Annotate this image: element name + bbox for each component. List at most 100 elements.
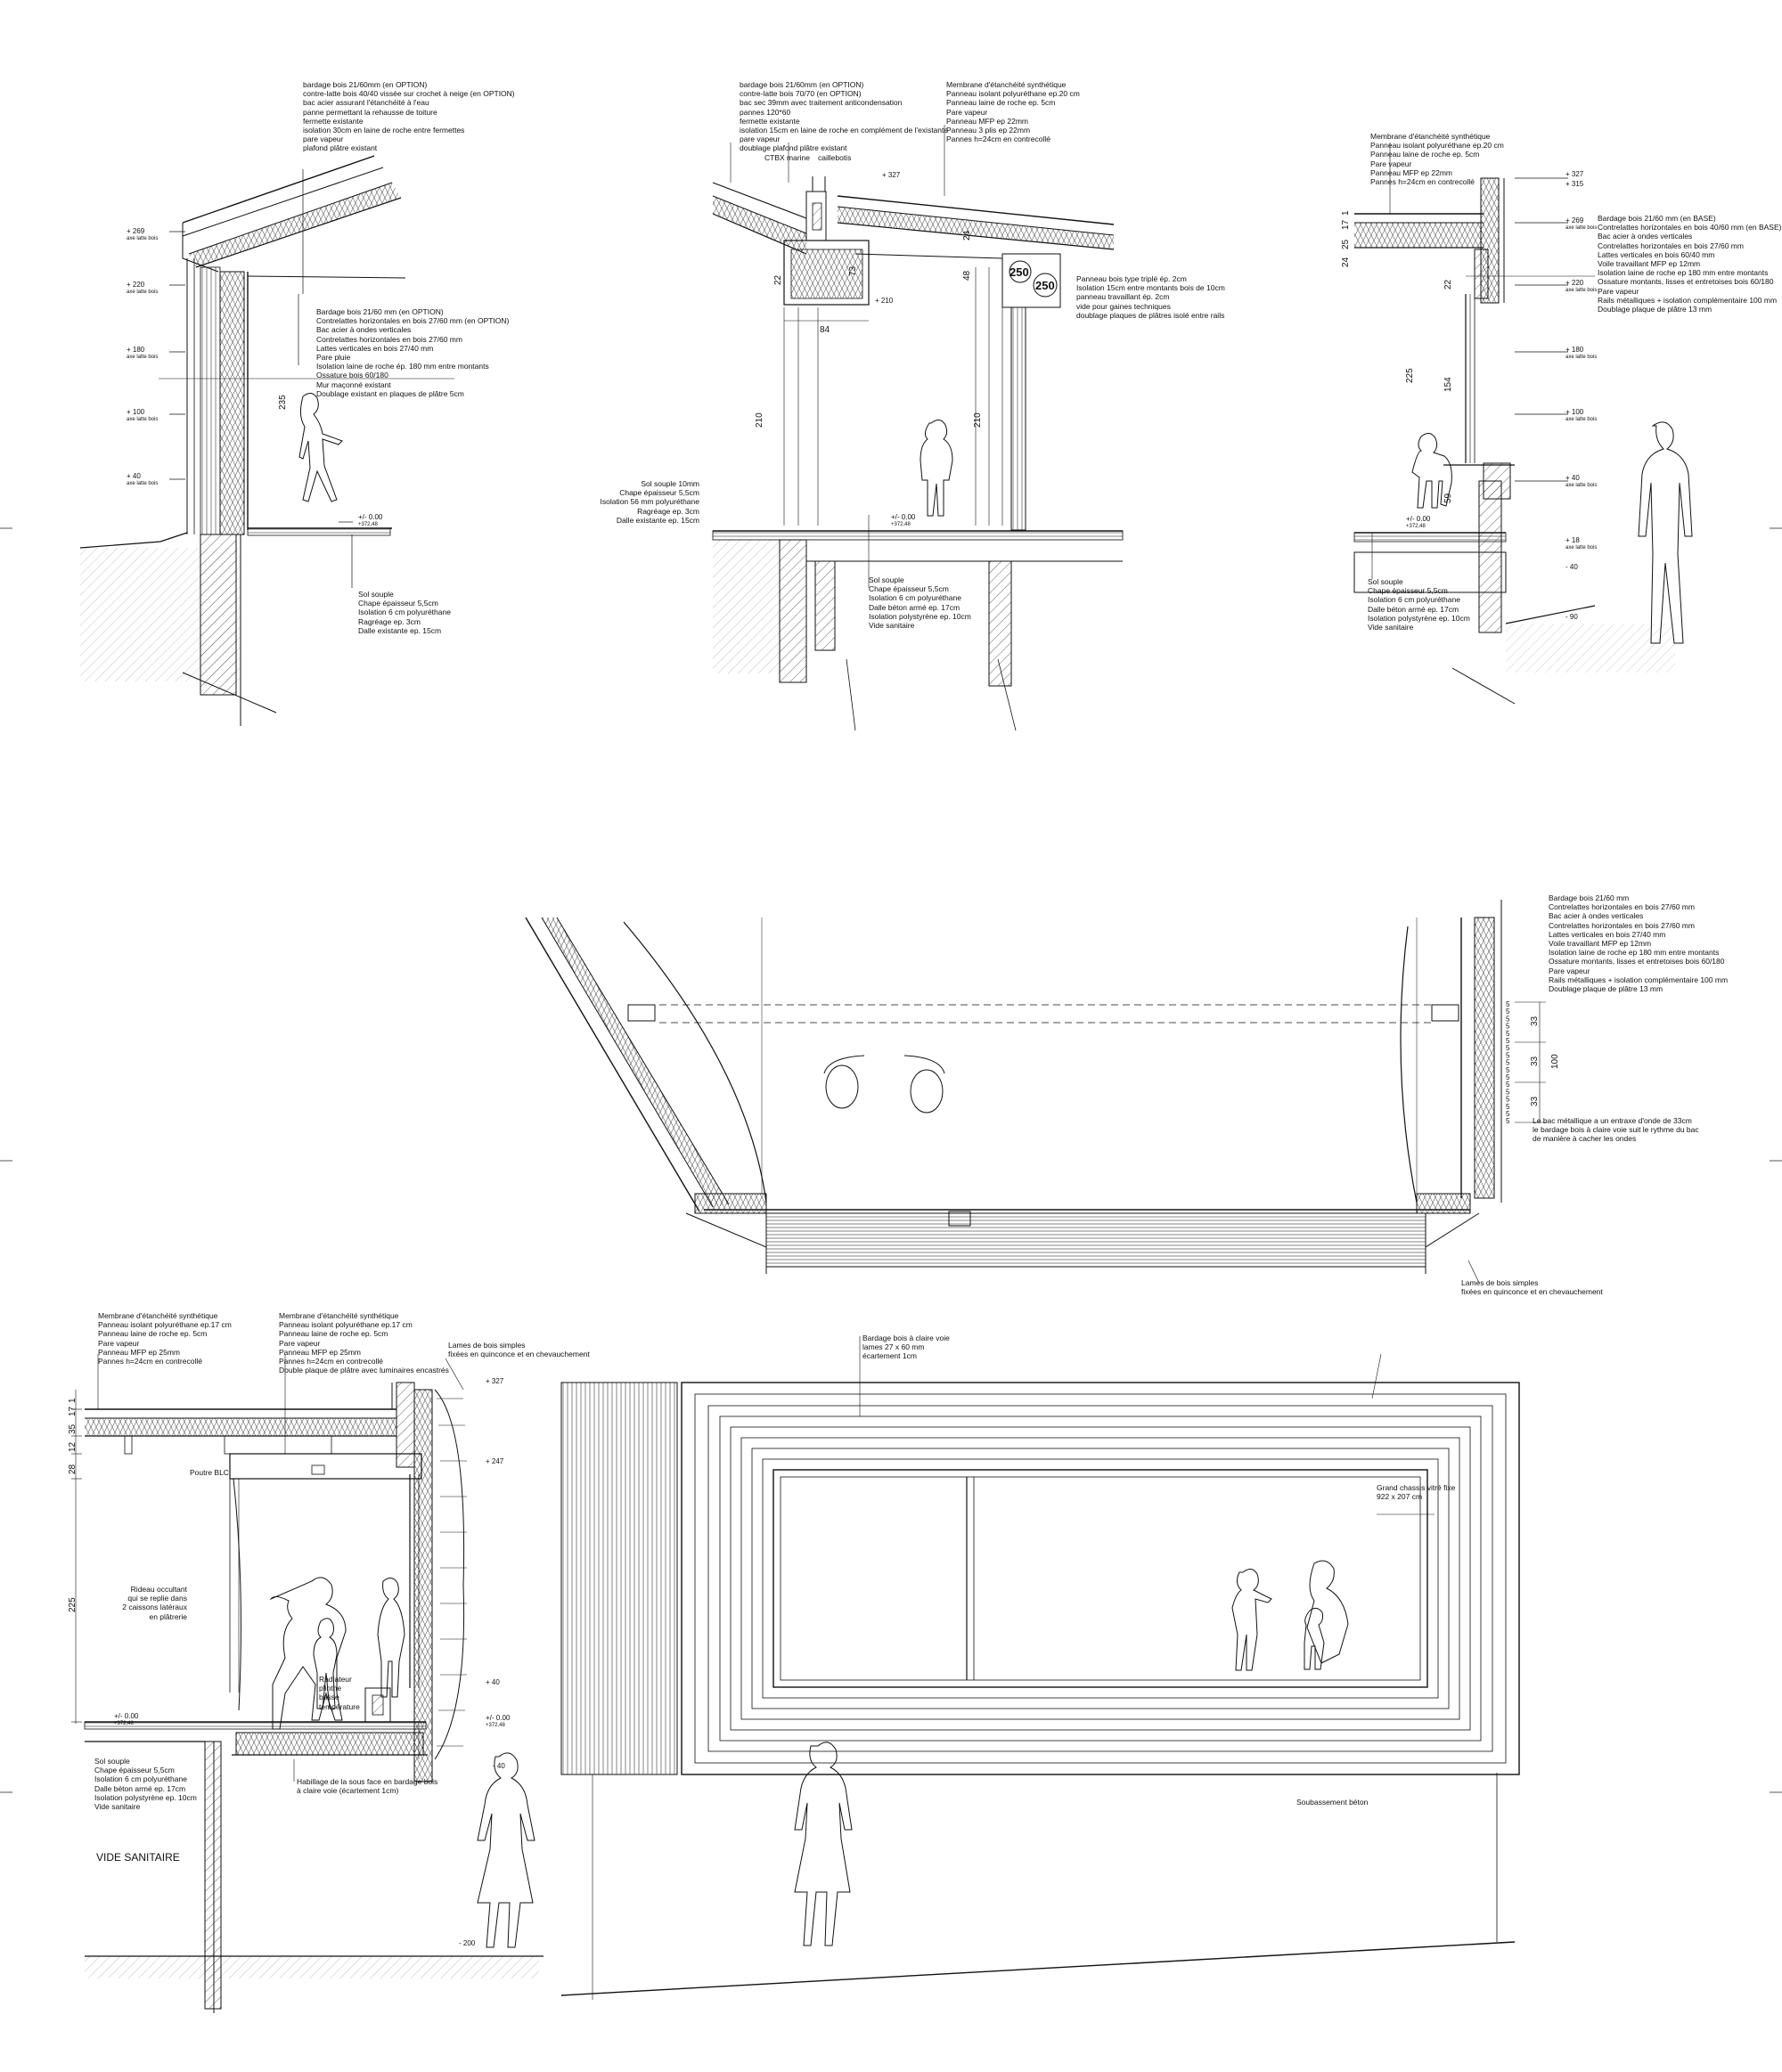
note-line: Membrane d'étanchéité synthétique <box>946 80 1067 89</box>
note-line: Isolation 15cm entre montants bois de 10… <box>1076 283 1225 293</box>
wave-digit: 5 <box>1506 1096 1510 1104</box>
section-b-dim-73: 73 <box>848 265 858 276</box>
section-a-wall-notes: Bardage bois 21/60 mm (en OPTION)Contrel… <box>316 307 509 398</box>
duct-label-2: 250 <box>1035 279 1055 292</box>
poutre-label: Poutre BLC <box>190 1468 229 1477</box>
plan-dim-100: 100 <box>1550 1054 1560 1069</box>
note-line: Contrelattes horizontales en bois 27/60 … <box>316 316 510 326</box>
note-line: Chape épaisseur 5,5cm <box>1368 586 1448 596</box>
note-line: Panneau laine de roche ep. 5cm <box>98 1329 208 1339</box>
section-d-level-327: + 327 <box>486 1377 504 1385</box>
note-line: Membrane d'étanchéité synthétique <box>98 1311 218 1320</box>
note-line: Panneau laine de roche ep. 5cm <box>946 98 1056 108</box>
note-line: pannes 120*60 <box>740 107 791 117</box>
wave-digit: 5 <box>1506 1051 1510 1059</box>
section-c-level-327: + 327 <box>1565 170 1584 178</box>
note-line: le bardage bois à claire voie suit le ry… <box>1533 1125 1699 1135</box>
note-line: Lames de bois simples <box>1461 1278 1539 1287</box>
section-d-level-0-left: +/- 0.00+372,48 <box>114 1712 139 1726</box>
section-c-drawing <box>1353 143 1693 705</box>
section-c-level-0: +/- 0.00+372,48 <box>1406 515 1431 529</box>
section-b-dim-84: 84 <box>820 325 830 335</box>
section-d-dim-28: 28 <box>68 1464 78 1474</box>
soubassement-label: Soubassement béton <box>1296 1798 1369 1807</box>
note-line: Panneau MFP ep 25mm <box>279 1347 361 1357</box>
note-line: Contrelattes horizontales en bois 27/60 … <box>1549 920 1695 930</box>
note-line: Dalle béton armé ep. 17cm <box>94 1783 186 1793</box>
section-d-dim-35: 35 <box>68 1423 78 1434</box>
note-line: Dalle existante ep. 15cm <box>358 625 442 635</box>
wave-digit: 5 <box>1506 1081 1510 1089</box>
note-line: Isolation polystyrène ep. 10cm <box>1368 613 1470 623</box>
wave-digit: 5 <box>1506 1066 1510 1074</box>
note-line: doublage plaques de plâtres isolé entre … <box>1076 310 1225 320</box>
section-c-wall-notes: Bardage bois 21/60 mm (en BASE)Contrelat… <box>1598 214 1781 314</box>
wave-digit: 5 <box>1506 1000 1510 1008</box>
section-d-dim-17: 17 <box>68 1406 78 1416</box>
note-line: Isolation 56 mm polyuréthane <box>600 497 699 507</box>
note-line: Grand chassis vitré fixe <box>1377 1483 1456 1492</box>
note-line: Sol souple <box>94 1757 130 1766</box>
section-d-dim-1: 1 <box>68 1398 78 1403</box>
section-d-level-40: + 40 <box>486 1678 500 1686</box>
wave-digit: 5 <box>1506 1073 1510 1081</box>
section-d-level-m40: - 40 <box>493 1762 505 1770</box>
note-line: Pannes h=24cm en contrecollé <box>946 135 1050 144</box>
note-line: pare vapeur <box>740 135 781 144</box>
note-line: isolation 30cm en laine de roche entre f… <box>303 126 465 135</box>
wave-digit: 5 <box>1506 1030 1510 1038</box>
section-c-level-m90: - 90 <box>1565 613 1578 621</box>
note-line: Panneau laine de roche ep. 5cm <box>279 1329 388 1339</box>
vide-sanitaire-label: VIDE SANITAIRE <box>96 1851 180 1864</box>
note-line: Bac acier à ondes verticales <box>316 325 412 335</box>
section-c-dim-1: 1 <box>1341 210 1351 216</box>
wave-digit: 5 <box>1506 1103 1510 1111</box>
note-line: Isolation 6 cm polyuréthane <box>358 608 451 617</box>
section-b-dim-48: 48 <box>962 270 972 281</box>
note-line: Dalle béton armé ep. 17cm <box>869 602 960 612</box>
section-a-level-0: +/- 0.00+372,48 <box>358 513 383 527</box>
note-line: Pare pluie <box>316 353 351 363</box>
section-d-drawing <box>71 1354 544 2013</box>
wave-digit: 5 <box>1506 1088 1510 1096</box>
wave-digit: 5 <box>1506 1007 1510 1016</box>
note-line: isolation 15cm en laine de roche en comp… <box>740 126 949 135</box>
note-line: Panneau isolant polyuréthane ep.20 cm <box>1370 141 1504 151</box>
note-line: Panneau isolant polyuréthane ep.17 cm <box>279 1320 413 1330</box>
note-line: température <box>319 1701 360 1711</box>
section-c-dim-225: 225 <box>1405 368 1415 383</box>
note-line: en plâtrerie <box>149 1611 187 1621</box>
note-line: 2 caissons latéraux <box>122 1603 187 1612</box>
section-b-dim-210b: 210 <box>973 412 983 428</box>
wave-digit: 5 <box>1506 1023 1510 1031</box>
note-line: Pare vapeur <box>279 1338 321 1348</box>
note-line: Isolation polystyrène ep. 10cm <box>869 611 971 621</box>
note-line: Mur maçonné existant <box>316 379 391 389</box>
sheet-edge-marks <box>0 527 1782 1793</box>
note-line: Sol souple <box>358 590 394 599</box>
section-a-drawing <box>79 155 454 726</box>
section-c-dim-24: 24 <box>1341 257 1351 267</box>
note-line: Membrane d'étanchéité synthétique <box>279 1311 399 1320</box>
note-line: Ossature montants, lisses et entretoises… <box>1549 957 1725 967</box>
note-line: Habillage de la sous face en bardage boi… <box>297 1777 438 1786</box>
note-line: Chape épaisseur 5,5cm <box>94 1766 175 1775</box>
note-line: Ossature bois 60/180 <box>316 371 388 380</box>
note-line: Panneau MFP ep 25mm <box>98 1347 180 1357</box>
note-line: Contrelattes horizontales en bois 27/60 … <box>1598 241 1744 250</box>
note-line: Sol souple 10mm <box>641 479 699 488</box>
